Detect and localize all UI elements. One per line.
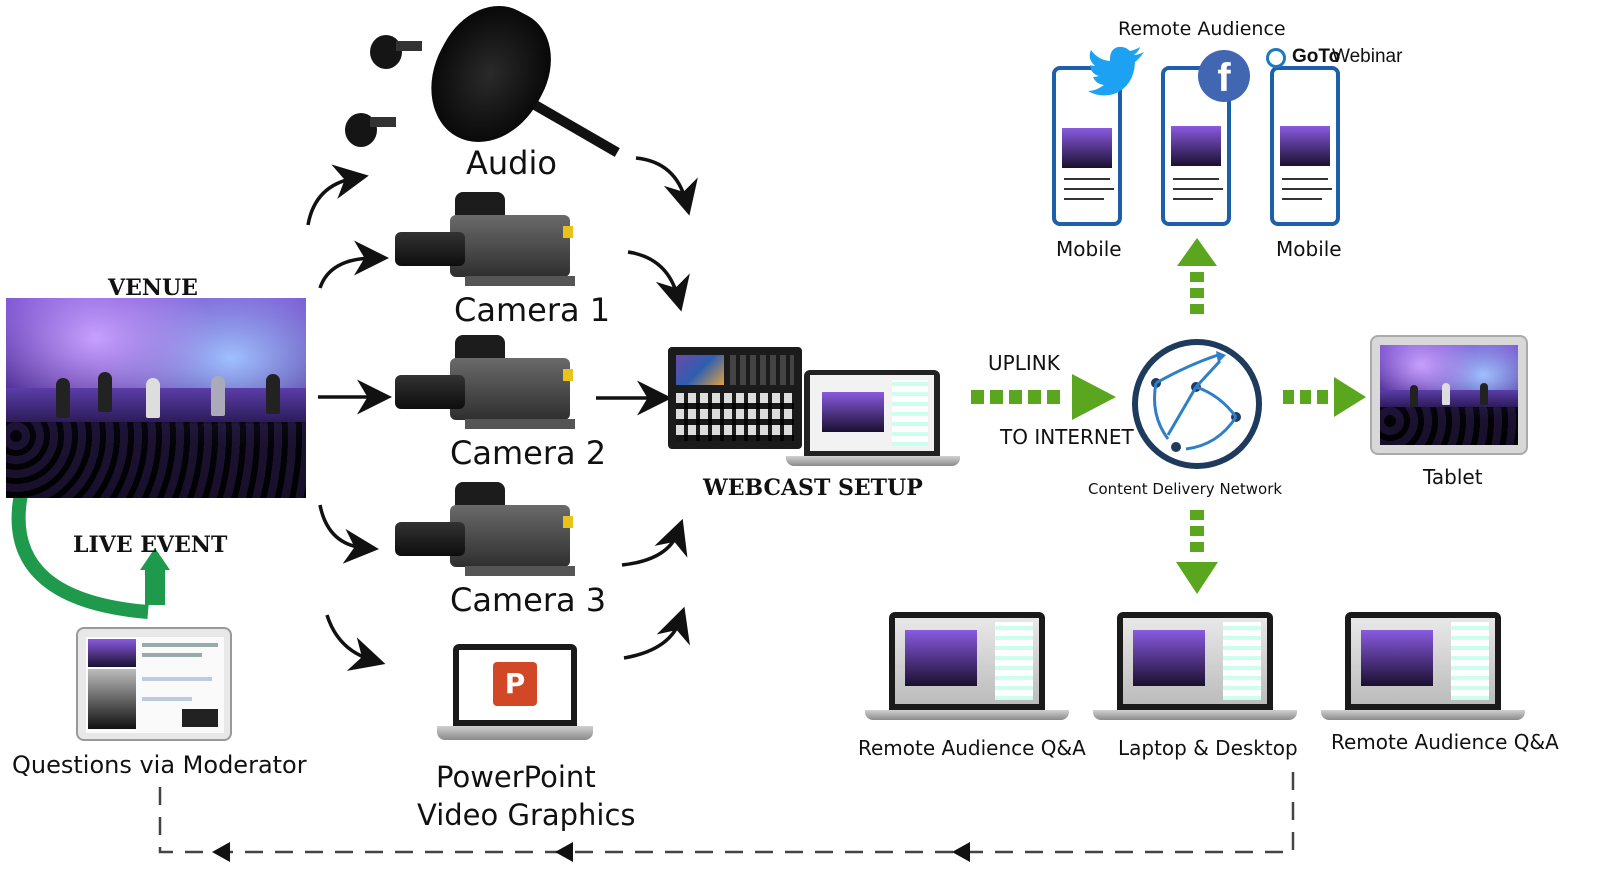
remote-qa-laptop-left bbox=[865, 612, 1069, 722]
network-globe-icon bbox=[1132, 339, 1262, 469]
facebook-icon: f bbox=[1198, 50, 1250, 102]
webcast-setup-label: WEBCAST SETUP bbox=[703, 475, 923, 501]
arrow-uplink bbox=[971, 374, 1116, 420]
powerpoint-icon: P bbox=[493, 662, 537, 706]
arrow-camera1-webcast bbox=[627, 250, 690, 312]
microphone-icon bbox=[340, 0, 630, 163]
arrow-venue-audio bbox=[306, 164, 369, 226]
arrow-venue-camera3 bbox=[318, 504, 379, 564]
feedback-arrowhead-1 bbox=[952, 842, 970, 862]
to-internet-label: TO INTERNET bbox=[1000, 425, 1134, 449]
camera-2-icon bbox=[395, 333, 585, 433]
gotowebinar-goto: GoTo bbox=[1292, 46, 1341, 67]
feedback-loop-dashed bbox=[158, 772, 1295, 854]
desktop-laptop-center bbox=[1093, 612, 1297, 722]
arrow-venue-powerpoint bbox=[325, 614, 386, 671]
mobile-left-label: Mobile bbox=[1056, 237, 1122, 261]
audio-label: Audio bbox=[466, 144, 557, 182]
arrow-audio-webcast bbox=[635, 156, 698, 216]
arrow-camera3-webcast bbox=[621, 518, 688, 567]
twitter-icon bbox=[1088, 46, 1144, 96]
feedback-arrowhead-3 bbox=[212, 842, 230, 862]
arrow-moderator-up bbox=[140, 548, 170, 605]
arrow-cdn-mobile bbox=[1177, 238, 1217, 314]
arrow-cdn-laptops bbox=[1176, 510, 1218, 594]
camera-1-label: Camera 1 bbox=[454, 291, 611, 329]
camera-1-icon bbox=[395, 190, 585, 290]
live-event-label: LIVE EVENT bbox=[73, 532, 228, 558]
venue-title: VENUE bbox=[108, 275, 198, 301]
powerpoint-label-line2: Video Graphics bbox=[417, 798, 636, 832]
remote-qa-left-label: Remote Audience Q&A bbox=[858, 736, 1086, 760]
arrow-cdn-tablet bbox=[1283, 377, 1366, 417]
feedback-arrowhead-2 bbox=[555, 842, 573, 862]
cdn-label: Content Delivery Network bbox=[1088, 480, 1283, 498]
venue-photo bbox=[6, 298, 306, 498]
gotowebinar-flower-icon bbox=[1266, 48, 1286, 68]
remote-qa-laptop-right bbox=[1321, 612, 1525, 722]
remote-audience-label: Remote Audience bbox=[1118, 18, 1286, 40]
webcast-laptop bbox=[786, 370, 960, 466]
gotowebinar-webinar: Webinar bbox=[1332, 46, 1403, 67]
remote-qa-right-label: Remote Audience Q&A bbox=[1331, 730, 1559, 754]
arrow-powerpoint-webcast bbox=[623, 606, 690, 660]
camera-3-icon bbox=[395, 480, 585, 580]
moderator-tablet bbox=[76, 627, 232, 741]
powerpoint-laptop: P bbox=[437, 644, 593, 750]
camera-2-label: Camera 2 bbox=[450, 434, 607, 472]
laptop-desktop-label: Laptop & Desktop bbox=[1118, 736, 1298, 760]
mobile-right-label: Mobile bbox=[1276, 237, 1342, 261]
uplink-label: UPLINK bbox=[988, 351, 1060, 375]
powerpoint-label-line1: PowerPoint bbox=[436, 760, 596, 794]
questions-label: Questions via Moderator bbox=[12, 751, 307, 779]
camera-3-label: Camera 3 bbox=[450, 581, 607, 619]
mobile-phone-3 bbox=[1270, 66, 1340, 226]
mobile-phone-1 bbox=[1052, 66, 1122, 226]
tablet-device bbox=[1370, 335, 1528, 455]
arrow-venue-camera1 bbox=[318, 240, 389, 289]
video-switcher-icon bbox=[668, 347, 802, 449]
tablet-label: Tablet bbox=[1423, 465, 1483, 489]
